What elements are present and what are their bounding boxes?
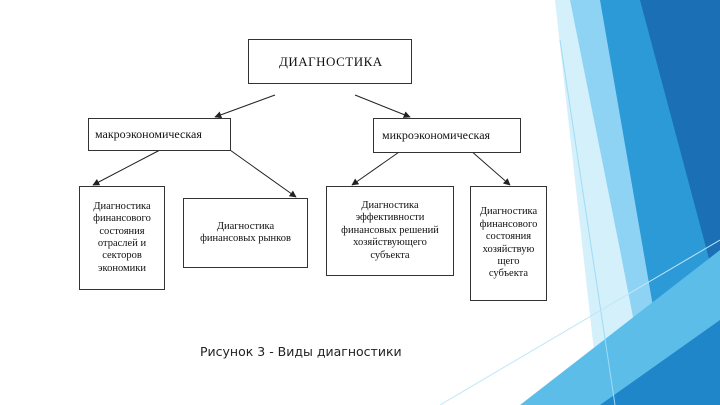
node-financial-markets-diagnostics: Диагностика финансовых рынков bbox=[183, 198, 308, 268]
node-microeconomic: микроэкономическая bbox=[373, 118, 521, 153]
node-sectors-diagnostics: Диагностика финансового состояния отрасл… bbox=[79, 186, 165, 290]
leaf-label: Диагностика финансового состояния отрасл… bbox=[93, 200, 151, 274]
root-node: ДИАГНОСТИКА bbox=[248, 39, 412, 84]
bottom-slice-dark bbox=[600, 320, 720, 405]
arrow-micro-to-leaf4 bbox=[469, 149, 511, 186]
arrow-root-to-micro bbox=[354, 94, 411, 118]
leaf-label: Диагностика финансового состояния хозяйс… bbox=[479, 206, 538, 280]
leaf-label: Диагностика финансовых рынков bbox=[200, 220, 291, 244]
node-entity-state-diagnostics: Диагностика финансового состояния хозяйс… bbox=[470, 186, 547, 301]
arrow-micro-to-leaf3 bbox=[351, 149, 403, 186]
arrow-macro-to-leaf2 bbox=[229, 149, 297, 198]
figure-caption: Рисунок 3 - Виды диагностики bbox=[200, 344, 402, 359]
arrow-macro-to-leaf1 bbox=[92, 149, 161, 186]
thin-line-2 bbox=[439, 239, 720, 405]
node-macroeconomic: макроэкономическая bbox=[88, 118, 231, 151]
arrow-root-to-macro bbox=[214, 94, 276, 119]
leaf-label: Диагностика эффективности финансовых реш… bbox=[341, 200, 439, 261]
macro-label: макроэкономическая bbox=[95, 127, 202, 142]
node-decisions-efficiency-diagnostics: Диагностика эффективности финансовых реш… bbox=[326, 186, 454, 276]
root-label: ДИАГНОСТИКА bbox=[279, 53, 383, 69]
dark-slice bbox=[640, 0, 720, 300]
thin-line-1 bbox=[559, 39, 616, 405]
micro-label: микроэкономическая bbox=[382, 128, 491, 143]
